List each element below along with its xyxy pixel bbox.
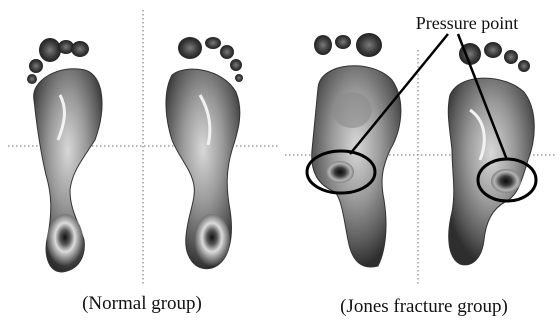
jones-right-toes [459,42,530,72]
pressure-point-label: Pressure point [416,13,519,33]
jones-fracture-group-caption: (Jones fracture group) [340,296,508,317]
jones-left-hotspot [326,161,354,183]
jones-right-sole [448,78,534,265]
jones-left-footprint [312,33,401,267]
normal-left-footprint [27,38,102,272]
jones-right-hotspot [491,169,521,193]
normal-group-caption: (Normal group) [82,293,202,314]
normal-right-heel [194,214,230,266]
normal-left-heel [47,214,83,266]
jones-left-toes [314,33,382,57]
normal-right-footprint [166,37,243,269]
jones-right-footprint [448,42,534,265]
